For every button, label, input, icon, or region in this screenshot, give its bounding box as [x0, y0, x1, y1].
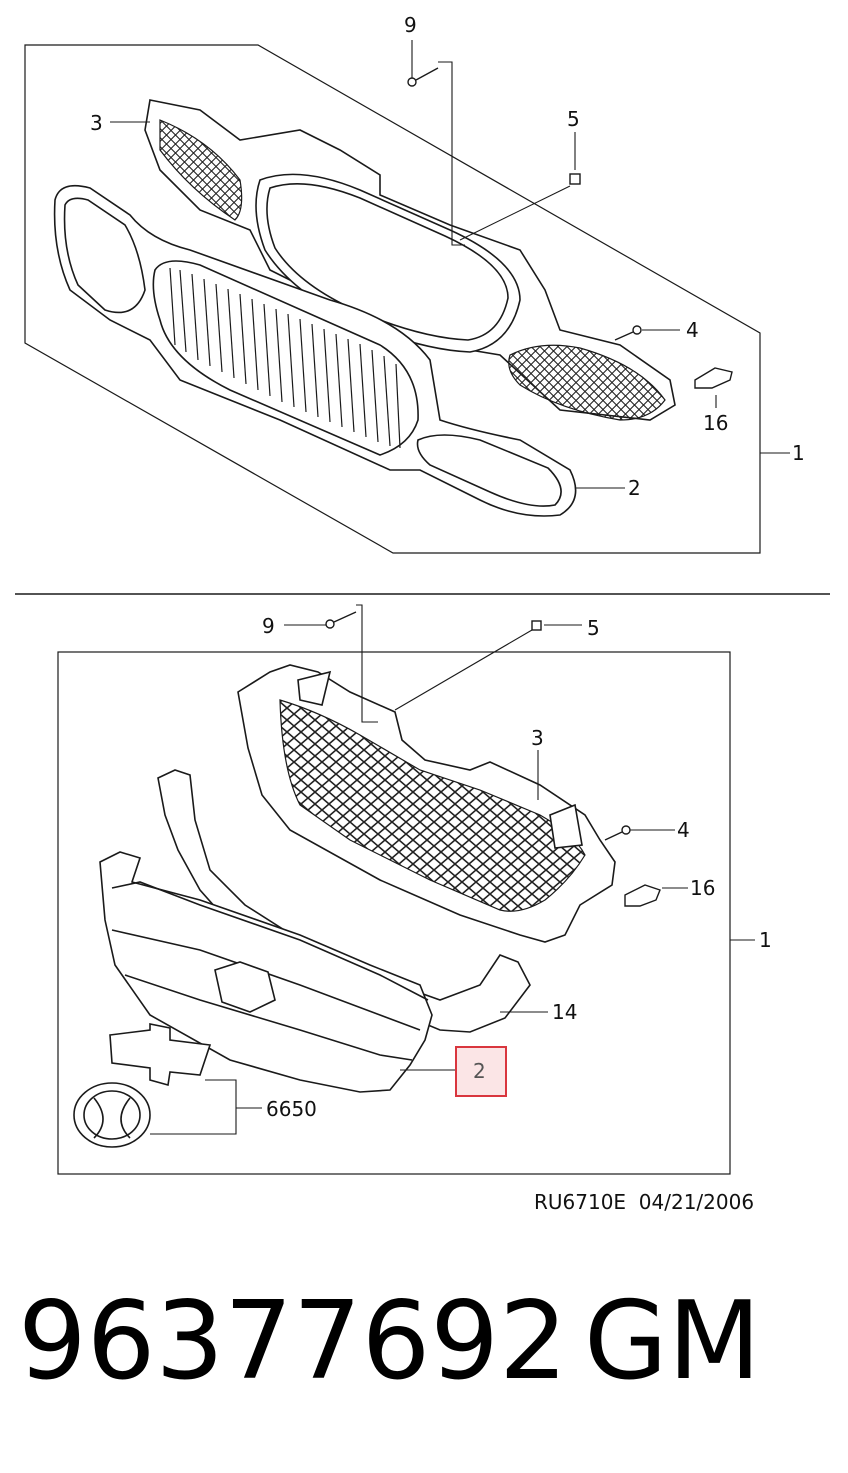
highlight-box [455, 1046, 507, 1097]
bottom-lower-grille-2 [99, 851, 433, 1093]
bottom-callout-9: 9 [262, 614, 275, 638]
bottom-frame-outline [57, 651, 731, 1175]
reference-date: 04/21/2006 [638, 1190, 755, 1214]
bottom-emblem-daewoo [73, 1082, 151, 1148]
top-frame-outline [24, 44, 761, 554]
top-callout-2: 2 [628, 476, 641, 500]
bottom-bracket-16 [624, 884, 661, 907]
bottom-clip-5 [531, 620, 542, 631]
top-view: 9 3 5 4 16 1 2 [24, 13, 805, 554]
top-callout-16: 16 [703, 411, 728, 435]
top-screw-4 [614, 325, 642, 341]
top-clip-5 [569, 173, 581, 185]
bottom-emblem-bowtie [109, 1023, 212, 1087]
bottom-leader-lines [150, 604, 755, 1135]
bottom-callout-14: 14 [552, 1000, 577, 1024]
bottom-upper-housing [237, 664, 616, 943]
bottom-callouts: 9 5 3 4 16 1 14 2 6650 [262, 614, 772, 1121]
top-leader-lines [110, 40, 790, 489]
bottom-screw-4 [604, 825, 631, 841]
top-callouts: 9 3 5 4 16 1 2 [90, 13, 805, 500]
bottom-callout-3: 3 [531, 726, 544, 750]
bottom-callout-2: 2 [473, 1059, 486, 1083]
bottom-callout-4: 4 [677, 818, 690, 842]
bottom-callout-5: 5 [587, 616, 600, 640]
bottom-callout-16: 16 [690, 876, 715, 900]
bottom-screw-9 [325, 611, 357, 629]
bottom-callout-1: 1 [759, 928, 772, 952]
exploded-parts-diagram: 9 3 5 4 16 1 2 [15, 13, 830, 1175]
top-bracket-16 [694, 367, 733, 389]
part-number: 96377692 [18, 1279, 568, 1404]
top-callout-1: 1 [792, 441, 805, 465]
top-callout-4: 4 [686, 318, 699, 342]
top-callout-9: 9 [404, 13, 417, 37]
top-lower-grille-frame [53, 184, 577, 517]
reference-code: RU6710E [534, 1190, 627, 1214]
bottom-view: 9 5 3 4 16 1 14 2 6650 [57, 604, 772, 1175]
bottom-callout-6650: 6650 [266, 1097, 317, 1121]
top-upper-grille-body [144, 99, 676, 421]
top-callout-3: 3 [90, 111, 103, 135]
top-callout-5: 5 [567, 107, 580, 131]
diagram-reference: RU6710E 04/21/2006 [534, 1190, 754, 1214]
brand-name: GM [584, 1279, 761, 1404]
